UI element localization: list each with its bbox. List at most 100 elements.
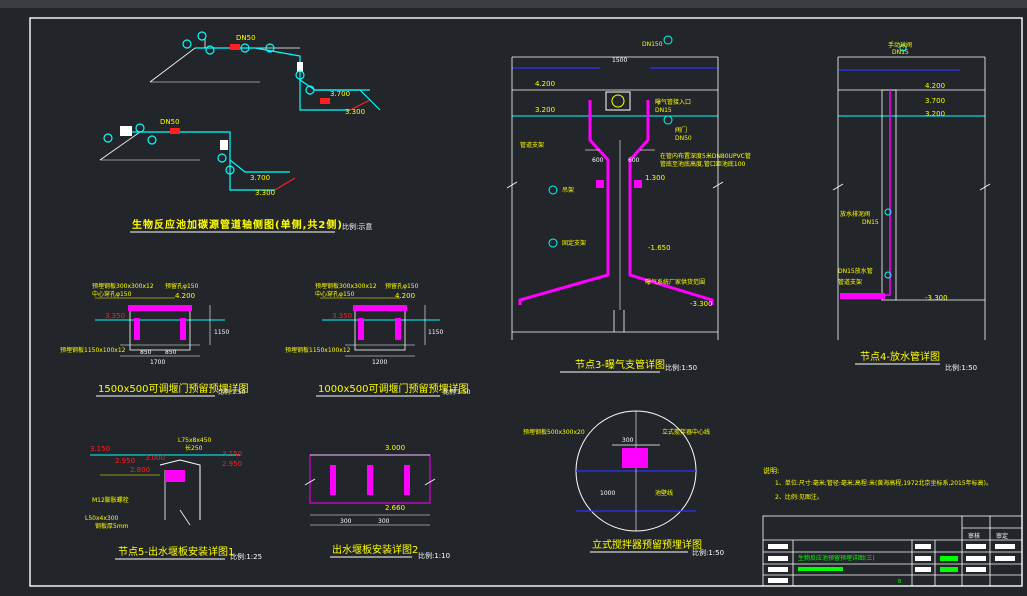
g1-d1150: 1150 (214, 329, 229, 336)
mixer-detail (575, 410, 697, 532)
n4-ball: 放水排泥阀 (840, 210, 870, 218)
node5-detail (90, 454, 240, 526)
n5-e3150b: 3.150 (222, 450, 242, 458)
n3-pvc-note2: 管底至池底高度,管口距池底100 (660, 160, 746, 168)
n3-dn150: DN150 (642, 41, 663, 48)
label-elev-bottom2: 3.300 (255, 189, 275, 197)
node3-detail (506, 35, 724, 340)
notes-heading: 说明: (763, 466, 779, 475)
n5-e2950b: 2.950 (222, 460, 242, 468)
label-elev-bottom: 3.700 (250, 174, 270, 182)
n5-e2950: 2.950 (115, 457, 135, 465)
mx-d300a: 300 (622, 437, 634, 444)
n3-e4200: 4.200 (535, 80, 555, 88)
title-weir2: 出水堰板安装详图2 (332, 543, 418, 556)
label-elev-top2: 3.300 (345, 108, 365, 116)
g2-mp150: 中心穿孔φ150 (315, 290, 355, 298)
w2-e3000: 3.000 (385, 444, 405, 452)
n3-air-inlet: 曝气管接入口 (655, 98, 691, 106)
n4-dn15b: DN15 (862, 219, 879, 226)
title-gate1500: 1500x500可调堰门预留预埋详图 (98, 382, 248, 395)
w2-e2660: 2.660 (385, 504, 405, 512)
g1-d850b: 850 (165, 349, 177, 356)
isometric-pipe-view (99, 31, 381, 191)
n3-en3300: -3.300 (690, 300, 713, 308)
weir2-detail (304, 454, 436, 526)
g2-pre150: 预留孔φ150 (385, 282, 419, 290)
n5-rubber: L50x4x300 (85, 515, 119, 522)
n3-valve: 阀门 (675, 126, 687, 134)
n3-e3200: 3.200 (535, 106, 555, 114)
g1-emb1150: 预埋钢板1150x100x12 (60, 346, 126, 354)
title-node5: 节点5-出水堰板安装详图1 (118, 545, 234, 558)
n4-dn15a: DN15 (892, 49, 909, 56)
label-elev-top: 3.700 (330, 90, 350, 98)
n3-pvc-note: 在管内布置深度5米DN80UPVC管 (660, 152, 751, 160)
n3-outpipe: 曝气系统厂家供货范围 (645, 278, 705, 286)
tb-code: B (898, 579, 902, 585)
n3-dn50: DN50 (675, 135, 692, 142)
g1-mp150: 中心穿孔φ150 (92, 290, 132, 298)
title-isometric: 生物反应池加碳源管道轴侧图(单侧,共2侧) (132, 218, 343, 231)
scale-gate1000: 比例:1:50 (443, 388, 471, 396)
n4-drain: 手动球阀 (888, 41, 912, 49)
n5-plate: 钢板厚5mm (95, 522, 129, 530)
w2-d300b: 300 (378, 518, 390, 525)
label-dn50-bottom: DN50 (160, 118, 180, 126)
scale-node4: 比例:1:50 (945, 363, 977, 372)
scale-mixer: 比例:1:50 (692, 548, 724, 557)
n4-dn15note: DN15放水管 (838, 267, 873, 275)
n5-bolt: M12膨胀螺栓 (92, 496, 129, 504)
gate-1500-detail (95, 297, 225, 357)
tb-project: 生物反应池预留预埋详图(三) (798, 554, 875, 562)
g1-e4200: 4.200 (175, 292, 195, 300)
viewport-top-strip (0, 0, 1027, 8)
n3-d1500: 1500 (612, 57, 627, 64)
g2-e4200: 4.200 (395, 292, 415, 300)
g1-pre150: 预留孔φ150 (165, 282, 199, 290)
n4-e3200: 3.200 (925, 110, 945, 118)
tb-r1: 审核 (968, 532, 980, 540)
notes-line1: 1、单位:尺寸:毫米;管径:毫米;高程:米(黄海高程,1972北京坐标系,201… (775, 479, 992, 487)
drawing-frame (29, 17, 1023, 587)
w2-d300a: 300 (340, 518, 352, 525)
n3-d600a: 600 (592, 157, 604, 164)
mx-axis: 池壁线 (655, 489, 673, 497)
scale-gate1500: 比例:1:50 (218, 388, 246, 396)
title-node3: 节点3-曝气支管详图 (575, 358, 665, 371)
scale-node5: 比例:1:25 (230, 552, 262, 561)
label-dn50-top: DN50 (236, 34, 256, 42)
n3-support: 固定支架 (562, 239, 586, 247)
n4-e3700: 3.700 (925, 97, 945, 105)
g1-e3350: 3.350 (105, 312, 125, 320)
n5-hinge2: 长250 (185, 444, 203, 452)
scale-node3: 比例:1:50 (665, 363, 697, 372)
scale-isometric: 比例:示意 (342, 222, 372, 231)
title-node4: 节点4-放水管详图 (860, 350, 940, 363)
n3-e1300: 1.300 (645, 174, 665, 182)
mx-d1000: 1000 (600, 490, 615, 497)
g1-emb300: 预埋钢板300x300x12 (92, 282, 154, 290)
n3-support2: 管道支架 (520, 141, 544, 149)
n4-e4200: 4.200 (925, 82, 945, 90)
title-mixer: 立式搅拌器预留预埋详图 (592, 538, 702, 551)
g2-e3350: 3.350 (332, 312, 352, 320)
n4-support2: 管道支架 (838, 278, 862, 286)
gate-1000-detail (320, 297, 440, 357)
n3-hanger: 吊架 (562, 186, 574, 194)
n3-en1650: -1.650 (648, 244, 671, 252)
scale-weir2: 比例:1:10 (418, 551, 450, 560)
n5-e3150: 3.150 (90, 445, 110, 453)
notes-line2: 2、比例:见图注。 (775, 493, 823, 501)
g1-d850a: 850 (140, 349, 152, 356)
g2-d1150: 1150 (428, 329, 443, 336)
mx-mount: 立式搅拌器中心线 (662, 428, 710, 436)
n5-angle: L75x8x450 (178, 437, 212, 444)
title-gate1000: 1000x500可调堰门预留预埋详图 (318, 382, 468, 395)
n5-e2800: 2.800 (130, 466, 150, 474)
mx-plate: 预埋钢板500x300x20 (523, 428, 585, 436)
g2-emb1150: 预埋钢板1150x100x12 (285, 346, 351, 354)
n4-en3300: -3.300 (925, 294, 948, 302)
g2-emb300: 预埋钢板300x300x12 (315, 282, 377, 290)
